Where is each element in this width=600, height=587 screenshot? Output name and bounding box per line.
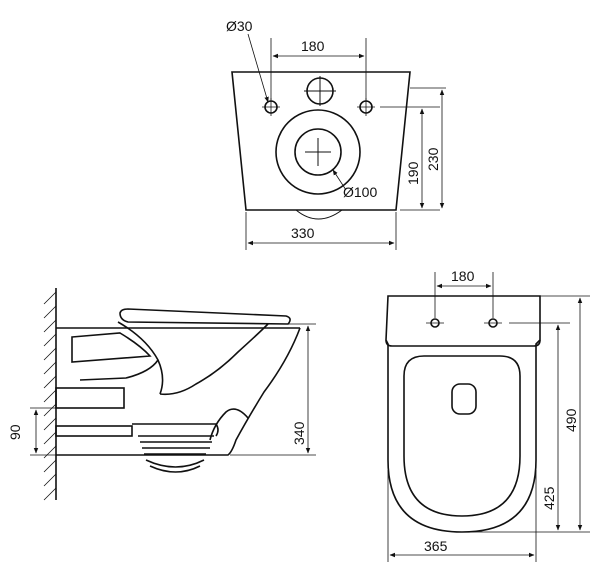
mounting-bracket-upper <box>55 387 125 409</box>
plan-hole-spacing-label: 180 <box>451 268 475 284</box>
side-rim-section <box>71 332 152 363</box>
mounting-bracket-lower <box>55 425 133 437</box>
top-hole-spacing-label: 180 <box>301 38 325 54</box>
plan-overall-length-label: 490 <box>563 408 579 432</box>
plan-bolt-hole-right <box>484 318 502 328</box>
top-view-bottom-bulge <box>295 209 343 220</box>
side-trap-curve <box>209 408 249 441</box>
plan-bowl-length-label: 425 <box>541 486 557 510</box>
plan-bolt-hole-left <box>426 318 444 328</box>
mount-height-label: 90 <box>7 424 23 440</box>
plan-flush-cap <box>451 383 477 415</box>
top-view-bolt-hole-right <box>357 98 375 116</box>
side-bowl-curve <box>117 321 269 396</box>
plan-overall-width-label: 365 <box>424 538 448 554</box>
hole-diameter-label: Ø30 <box>226 18 253 34</box>
top-view-body-outline <box>231 71 411 211</box>
plan-seat-ring <box>403 355 521 517</box>
top-view-small-circle <box>304 76 336 106</box>
side-body-outline <box>56 327 301 456</box>
total-height-label: 340 <box>291 421 307 445</box>
top-view: 180 Ø30 Ø100 190 230 330 <box>226 18 446 250</box>
plan-view: 180 490 425 365 <box>385 268 590 562</box>
outlet-circle <box>275 109 361 195</box>
seat-lid <box>119 308 291 325</box>
outlet-diameter-label: Ø100 <box>343 184 377 200</box>
side-view: 90 340 <box>7 288 316 501</box>
wall-hatching <box>43 291 57 501</box>
outlet-ribs <box>132 423 219 473</box>
top-overall-height-label: 230 <box>425 147 441 171</box>
outlet-height-label: 190 <box>405 161 421 185</box>
top-view-bolt-hole-left <box>262 98 280 116</box>
top-overall-width-label: 330 <box>291 225 315 241</box>
